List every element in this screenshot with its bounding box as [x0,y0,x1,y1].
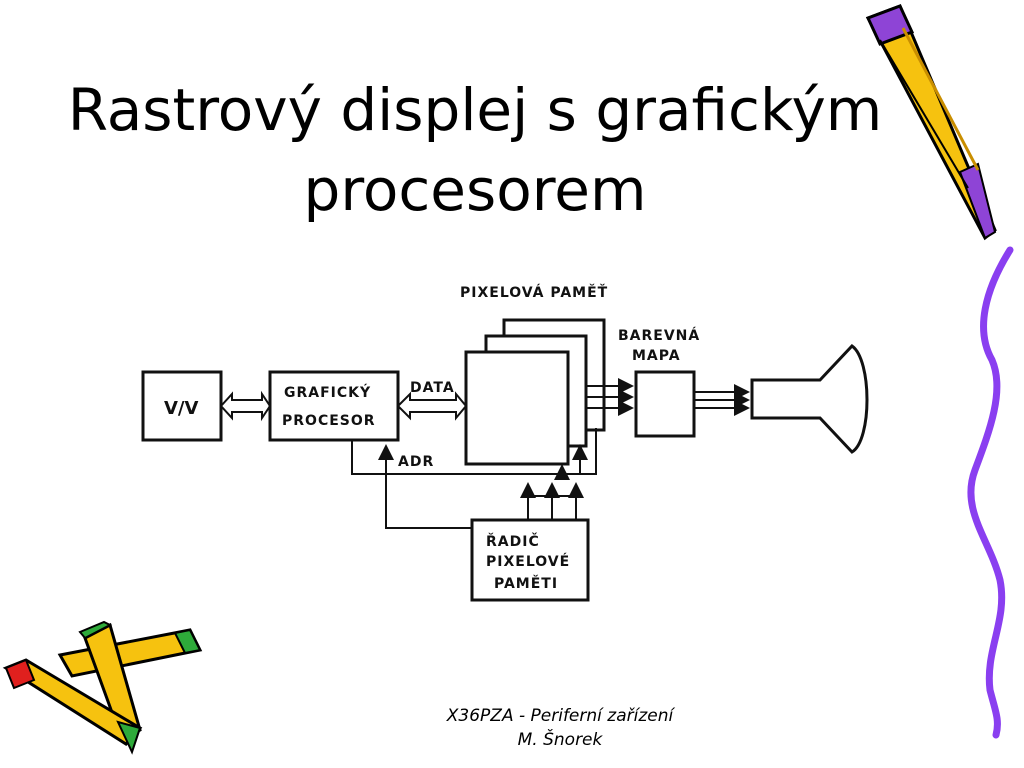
controller-label-1: ŘADIČ [486,532,540,550]
graphic-processor-box [268,370,400,442]
data-bus-arrow [396,391,468,421]
pencils-cluster-icon [2,620,203,755]
pencil-icon [865,4,997,241]
footer-course: X36PZA - Periferní zařízení [446,706,674,726]
slide-title-line-2: procesorem [303,156,647,224]
controller-label-2: PIXELOVÉ [486,553,570,570]
gp-label-1: GRAFICKÝ [284,383,371,401]
slide-footer: X36PZA - Periferní zařízení M. Šnorek [380,704,740,752]
controller-to-processor-line [378,444,472,529]
color-map-label-2: MAPA [632,348,681,364]
pixel-memory-label: PIXELOVÁ PAMĚŤ [460,283,608,301]
pixel-memory-plane-1 [464,350,570,466]
io-label: V/V [164,398,199,419]
pixel-memory-controller-box [470,518,590,602]
data-label: DATA [410,380,455,396]
io-bus-arrow [219,390,272,422]
gp-label-2: PROCESOR [282,413,376,429]
slide-title: Rastrový displej s grafickým procesorem [60,70,890,230]
purple-vine-decoration [967,246,1014,739]
controller-label-3: PAMĚTI [494,575,558,592]
address-line [351,428,597,475]
slide-title-line-1: Rastrový displej s grafickým [67,76,883,144]
adr-label: ADR [398,454,434,470]
color-map-box [634,370,696,438]
io-box [141,370,223,442]
crt-monitor [750,344,869,454]
color-map-label-1: BAREVNÁ [618,327,700,344]
footer-author: M. Šnorek [517,730,603,750]
